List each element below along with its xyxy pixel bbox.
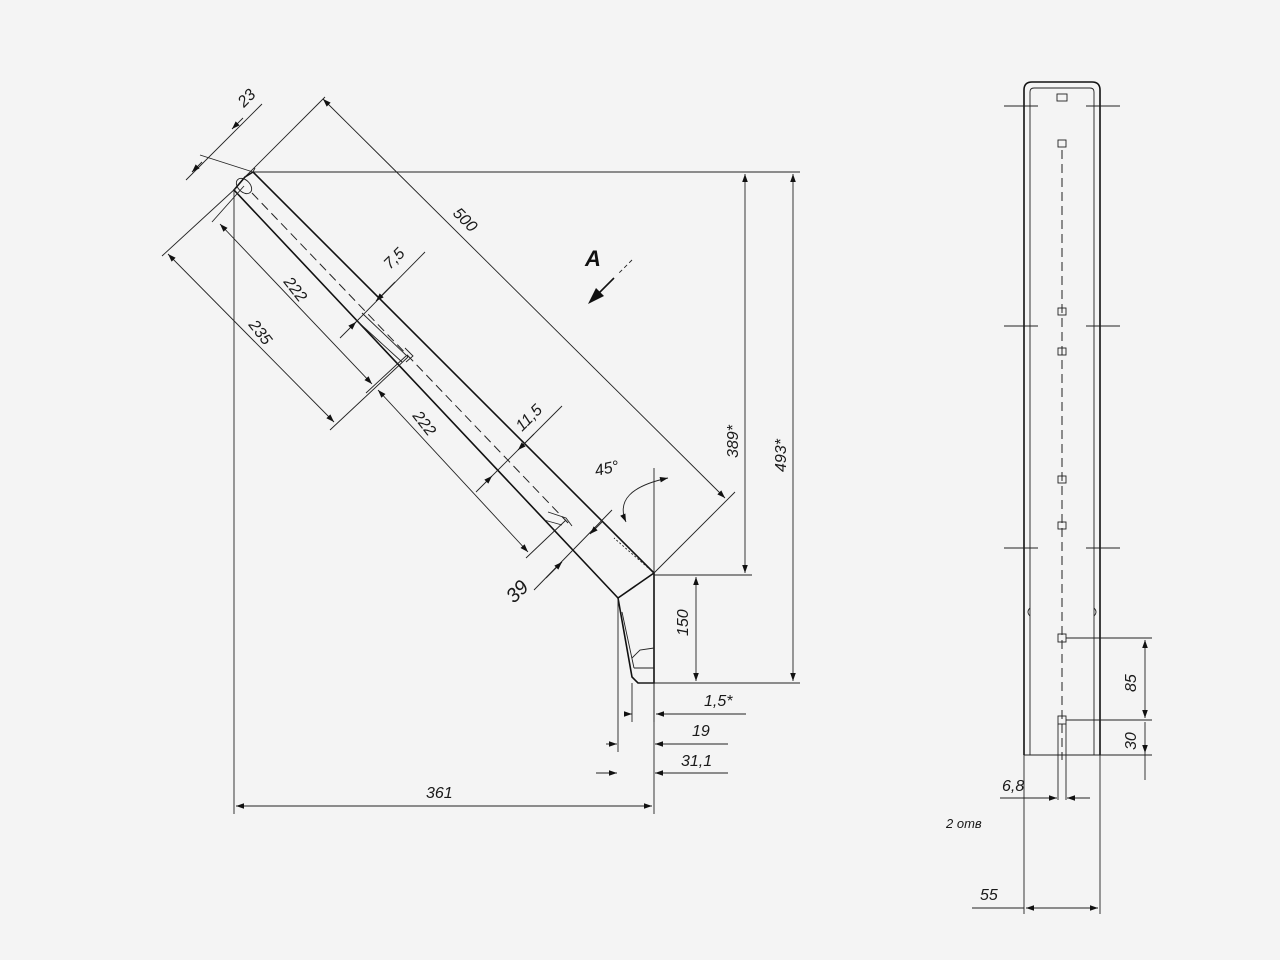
dim-39-label: 39 — [502, 576, 533, 607]
dim-55-label: 55 — [980, 887, 998, 904]
view-a-indicator: A — [584, 246, 633, 304]
dim-6-8: 6,8 2 отв — [945, 724, 1090, 831]
dim-39: 39 — [502, 509, 613, 608]
dim-85-label: 85 — [1123, 674, 1140, 692]
dim-31-1: 31,1 — [596, 753, 728, 776]
dim-7-5: 7,5 — [339, 245, 426, 339]
dim-150: 150 — [675, 577, 699, 681]
dim-361: 361 — [233, 190, 655, 814]
dim-222-upper: 222 — [211, 185, 407, 394]
dim-45-deg: 45° — [593, 458, 669, 574]
centerline-flange — [251, 192, 571, 526]
dim-150-label: 150 — [675, 609, 692, 636]
dim-6-8-label: 6,8 — [1002, 778, 1024, 795]
dim-500: 500 — [244, 96, 736, 574]
holes-note: 2 отв — [945, 816, 982, 831]
dim-55: 55 — [972, 755, 1101, 914]
dim-23-label: 23 — [234, 86, 259, 111]
dim-23: 23 — [185, 86, 263, 181]
dim-1-5-label: 1,5* — [704, 693, 733, 710]
dim-85: 85 — [1066, 637, 1152, 756]
dim-45-label: 45° — [593, 458, 621, 480]
dim-30: 30 — [1123, 722, 1148, 780]
front-view: 85 30 6,8 2 отв 55 — [945, 81, 1152, 914]
dim-19: 19 — [606, 598, 728, 752]
side-view: A 23 500 235 — [161, 86, 800, 814]
dim-389: 389* — [253, 171, 800, 576]
dim-11-5: 11,5 — [475, 402, 563, 493]
dim-19-label: 19 — [692, 723, 710, 740]
dim-235-label: 235 — [244, 316, 275, 348]
front-break-lines — [1004, 105, 1120, 549]
dim-31-1-label: 31,1 — [681, 753, 712, 770]
dim-235: 235 — [161, 187, 409, 431]
dim-11-5-label: 11,5 — [513, 402, 546, 435]
dim-389-label: 389* — [725, 424, 742, 458]
view-a-label: A — [584, 246, 601, 271]
dim-30-label: 30 — [1123, 732, 1140, 750]
dim-7-5-label: 7,5 — [381, 245, 409, 273]
dim-493: 493* — [640, 174, 800, 684]
dim-361-label: 361 — [426, 785, 453, 802]
dim-1-5: 1,5* — [624, 683, 746, 722]
dim-222-lower-label: 222 — [408, 407, 439, 439]
dim-493-label: 493* — [773, 438, 790, 472]
dim-500-label: 500 — [449, 205, 480, 236]
dim-222-upper-label: 222 — [279, 273, 310, 305]
